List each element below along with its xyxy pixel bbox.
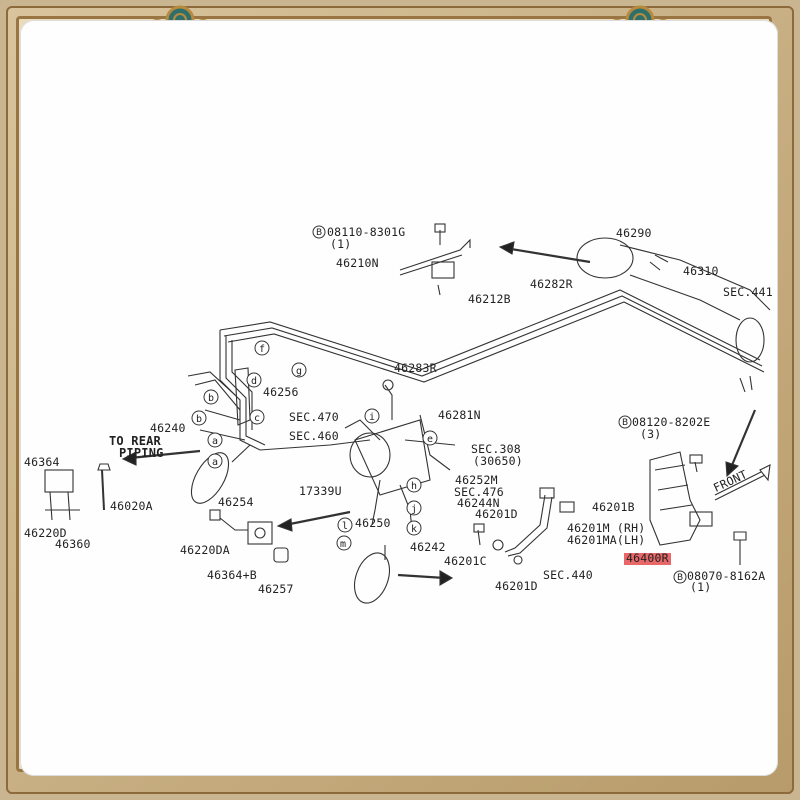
bolt-marker-3-icon: B (673, 570, 687, 584)
part-46201MA-lh: 46201MA(LH) (567, 533, 646, 547)
svg-text:d: d (251, 376, 257, 387)
svg-text:B: B (677, 573, 683, 583)
bolt-marker-2-icon: B (618, 415, 632, 429)
section-476: SEC.476 (454, 485, 504, 499)
section-470: SEC.470 (289, 410, 339, 424)
part-46201D-b: 46201D (495, 579, 538, 593)
callout-j: j (406, 500, 422, 516)
svg-text:i: i (369, 412, 375, 423)
part-46360: 46360 (55, 537, 91, 551)
callout-a2: a (207, 453, 223, 469)
callout-b1: b (203, 389, 219, 405)
part-08070: 08070-8162A (687, 569, 766, 583)
callout-l: l (337, 517, 353, 533)
callout-k: k (406, 520, 422, 536)
section-441: SEC.441 (723, 285, 773, 299)
part-46242: 46242 (410, 540, 446, 554)
svg-text:h: h (411, 481, 417, 492)
to-rear-label: TO REAR (109, 434, 161, 448)
part-46256: 46256 (263, 385, 299, 399)
callout-c: c (249, 409, 265, 425)
svg-text:f: f (259, 344, 265, 355)
svg-text:k: k (411, 524, 417, 535)
diagram-paper: f g d b b c a a e h i j k l m B B B 0811… (20, 20, 778, 776)
part-46250: 46250 (355, 516, 391, 530)
part-46220D: 46220D (24, 526, 67, 540)
part-46364B: 46364+B (207, 568, 257, 582)
part-08110: 08110-8301G (327, 225, 406, 239)
qty-3: (3) (640, 427, 662, 441)
part-46282R: 46282R (530, 277, 573, 291)
part-46364: 46364 (24, 455, 60, 469)
section-308: SEC.308 (471, 442, 521, 456)
callout-d: d (246, 372, 262, 388)
svg-text:b: b (208, 393, 214, 404)
svg-text:j: j (411, 504, 417, 515)
part-46254: 46254 (218, 495, 254, 509)
section-308-sub: (30650) (473, 454, 523, 468)
qty-1b: (1) (690, 580, 712, 594)
svg-text:b: b (196, 414, 202, 425)
callout-i: i (364, 408, 380, 424)
part-46201C: 46201C (444, 554, 487, 568)
svg-text:e: e (427, 434, 433, 445)
callout-b2: b (191, 410, 207, 426)
part-46201D-a: 46201D (475, 507, 518, 521)
part-46210N: 46210N (336, 256, 379, 270)
part-46020A: 46020A (110, 499, 153, 513)
part-46257: 46257 (258, 582, 294, 596)
part-46283R: 46283R (394, 361, 437, 375)
part-46201M-rh: 46201M (RH) (567, 521, 646, 535)
svg-text:a: a (212, 436, 218, 447)
qty-1a: (1) (330, 237, 352, 251)
svg-text:l: l (342, 521, 348, 532)
part-46220DA: 46220DA (180, 543, 230, 557)
callout-g: g (291, 362, 307, 378)
part-46240: 46240 (150, 421, 186, 435)
part-46212B: 46212B (468, 292, 511, 306)
part-46290: 46290 (616, 226, 652, 240)
svg-text:m: m (340, 539, 346, 550)
part-46310: 46310 (683, 264, 719, 278)
part-46252M: 46252M (455, 473, 498, 487)
bolt-marker-1-icon: B (312, 225, 326, 239)
svg-text:a: a (212, 457, 218, 468)
part-08120: 08120-8202E (632, 415, 711, 429)
svg-text:B: B (316, 228, 322, 238)
svg-text:g: g (296, 366, 302, 377)
callout-f: f (254, 340, 270, 356)
section-440: SEC.440 (543, 568, 593, 582)
callout-m: m (336, 535, 352, 551)
part-46201B: 46201B (592, 500, 635, 514)
part-46400R-highlighted: 46400R (624, 551, 671, 565)
callout-e: e (422, 430, 438, 446)
section-460: SEC.460 (289, 429, 339, 443)
svg-text:c: c (254, 413, 260, 424)
svg-text:B: B (622, 418, 628, 428)
brake-piping-diagram: f g d b b c a a e h i j k l m B B B (44, 223, 771, 604)
part-17339U: 17339U (299, 484, 342, 498)
piping-label: PIPING (119, 446, 164, 460)
callout-a1: a (207, 432, 223, 448)
callout-h: h (406, 477, 422, 493)
part-46281N: 46281N (438, 408, 481, 422)
part-46244N: 46244N (457, 496, 500, 510)
